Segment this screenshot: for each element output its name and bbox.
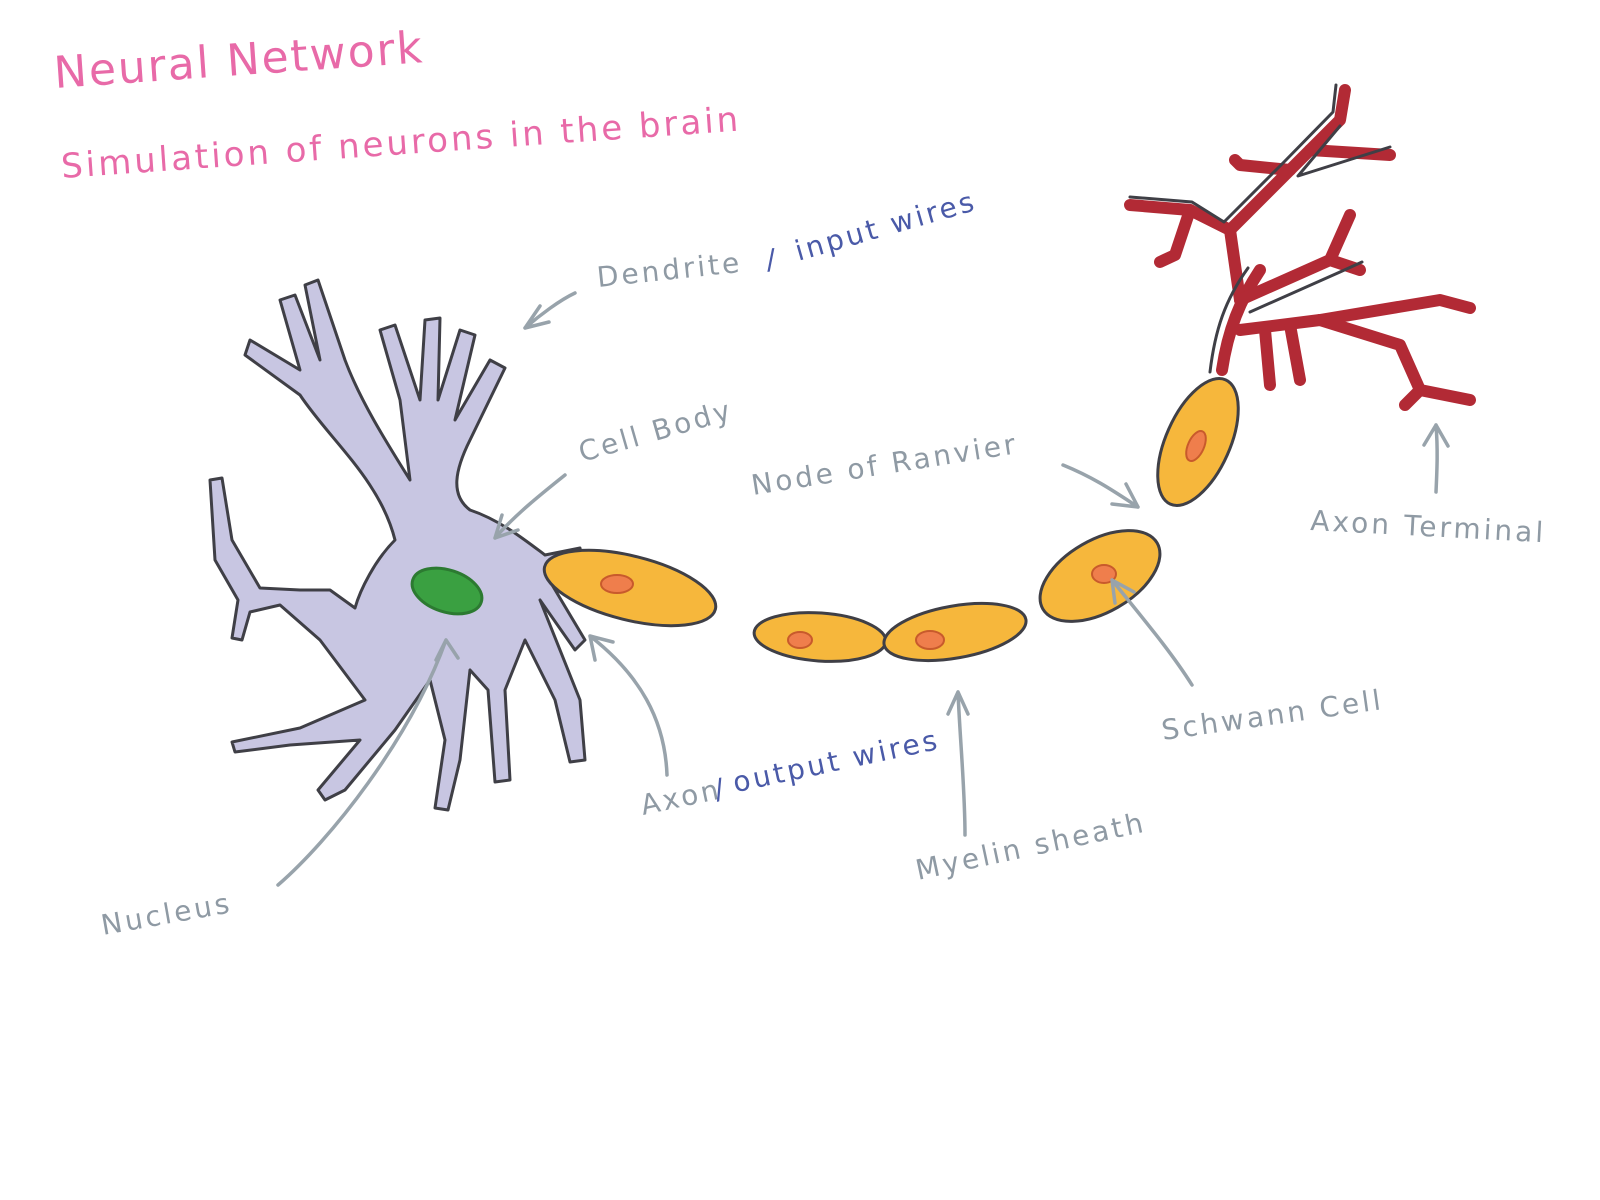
schwann-nucleus [600, 574, 634, 594]
label-dendrite-text: Dendrite [595, 246, 743, 294]
axon-terminal-outline [1128, 83, 1392, 374]
nucleus [410, 566, 484, 616]
schwann-cell [882, 602, 1028, 662]
schwann-nucleus [787, 631, 813, 649]
schwann-nucleus [915, 630, 945, 650]
label-nucleus: Nucleus [98, 886, 234, 941]
label-cell-body: Cell Body [575, 393, 737, 469]
diagram-title: Neural Network [52, 22, 426, 99]
label-schwann-cell: Schwann Cell [1159, 683, 1385, 747]
schwann-nucleus [1091, 564, 1117, 584]
axon-terminal [1124, 84, 1476, 411]
label-dendrite: Dendrite / input wires [595, 184, 980, 294]
node-of-ranvier-arrow [1061, 463, 1140, 509]
nucleus-arrow [276, 638, 460, 887]
schwann-cell [1156, 377, 1240, 507]
label-dendrite-note: input wires [791, 184, 980, 267]
label-axon-note: output wires [730, 723, 943, 799]
axon-terminal-arrow [1422, 423, 1450, 494]
schwann-cell [1038, 529, 1162, 623]
cell-body-arrow [493, 473, 567, 540]
diagram-subtitle: Simulation of neurons in the brain [60, 100, 743, 187]
myelin-sheath [542, 377, 1240, 663]
schwann-nucleus [1185, 430, 1207, 462]
label-node-of-ranvier: Node of Ranvier [749, 427, 1021, 502]
cell-body-shape [208, 278, 587, 812]
dendrite-arrow [523, 291, 577, 330]
cell-body [208, 278, 587, 812]
schwann-cell [752, 611, 888, 663]
label-dendrite-separator: / [764, 242, 780, 276]
schwann-cell-arrow [1110, 578, 1194, 687]
label-myelin-sheath: Myelin sheath [913, 806, 1149, 887]
label-axon: Axon / output wires [638, 723, 943, 822]
myelin-sheath-arrow [946, 690, 970, 837]
axon-arrow [588, 634, 669, 777]
label-axon-terminal: Axon Terminal [1310, 504, 1547, 549]
schwann-cell [542, 548, 718, 628]
